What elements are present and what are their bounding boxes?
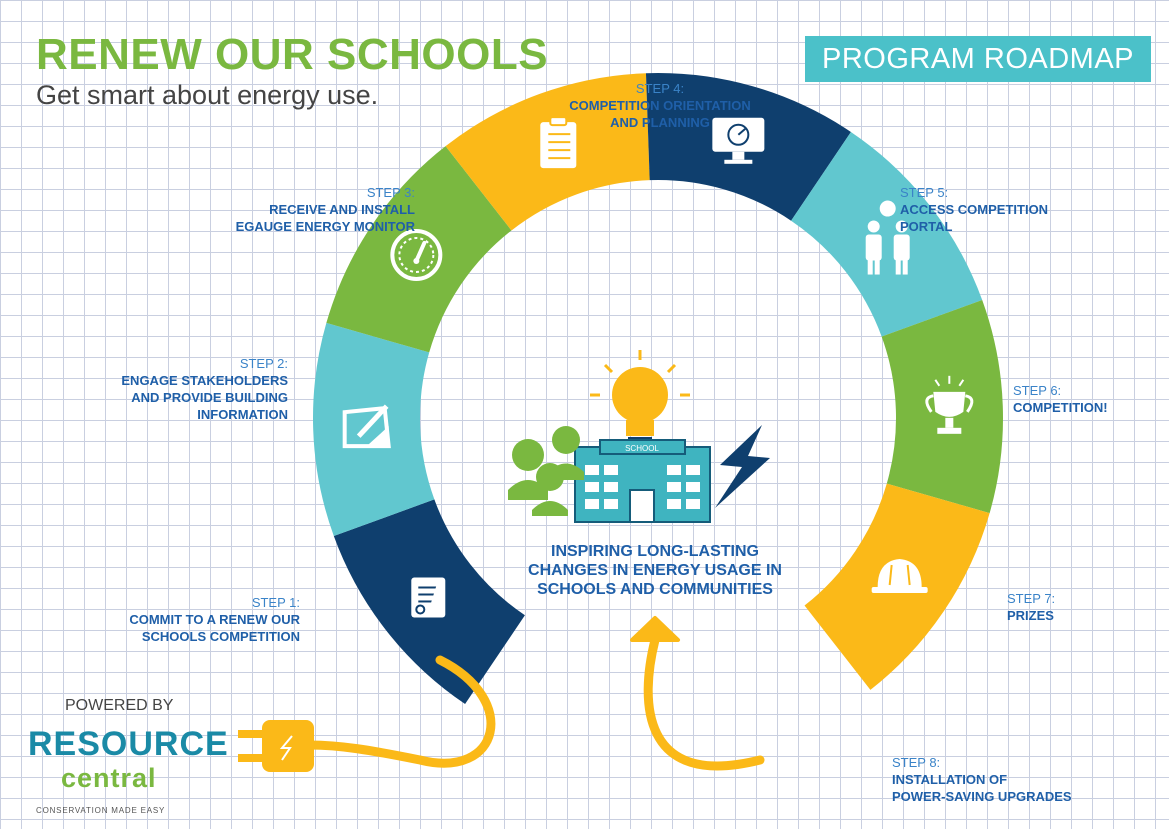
step-6-label: COMPETITION! xyxy=(1013,400,1108,415)
hardhat-icon xyxy=(871,559,928,594)
step-1-label: COMMIT TO A RENEW OUR SCHOOLS COMPETITIO… xyxy=(129,612,300,644)
step-5-number: STEP 5: xyxy=(900,185,949,200)
step-3: STEP 3: RECEIVE AND INSTALL EGAUGE ENERG… xyxy=(200,184,415,235)
step-6: STEP 6: COMPETITION! xyxy=(1013,382,1153,416)
ring-segment-step-3 xyxy=(326,146,512,353)
step-4: STEP 4: COMPETITION ORIENTATION AND PLAN… xyxy=(540,80,780,131)
ring-segment-step-2 xyxy=(313,322,435,536)
step-3-label: RECEIVE AND INSTALL EGAUGE ENERGY MONITO… xyxy=(235,202,415,234)
resource-central-logo-bottom: central xyxy=(61,763,157,793)
step-1-number: STEP 1: xyxy=(251,595,300,610)
school-illustration: SCHOOL xyxy=(508,350,770,523)
page-subtitle: Get smart about energy use. xyxy=(36,80,379,110)
step-7-number: STEP 7: xyxy=(1007,591,1056,606)
plug-icon xyxy=(238,720,314,772)
step-5-label: ACCESS COMPETITION PORTAL xyxy=(900,202,1049,234)
center-message: INSPIRING LONG-LASTING CHANGES IN ENERGY… xyxy=(528,543,782,598)
step-8-number: STEP 8: xyxy=(892,755,941,770)
powered-by-label: POWERED BY xyxy=(65,697,174,714)
monitor-icon xyxy=(712,117,765,164)
step-2-number: STEP 2: xyxy=(239,356,288,371)
step-8: STEP 8: INSTALLATION OF POWER-SAVING UPG… xyxy=(892,754,1112,805)
resource-central-logo-top: RESOURCE xyxy=(28,725,229,763)
step-5: STEP 5: ACCESS COMPETITION PORTAL xyxy=(900,184,1100,235)
people-idea-icon xyxy=(865,200,910,275)
step-2-label: ENGAGE STAKEHOLDERS AND PROVIDE BUILDING… xyxy=(121,373,288,422)
gauge-icon xyxy=(390,228,443,281)
step-4-number: STEP 4: xyxy=(635,81,685,96)
ring-segment-step-6 xyxy=(791,131,983,337)
step-7: STEP 7: PRIZES xyxy=(1007,590,1147,624)
clipboard-icon xyxy=(540,116,577,169)
school-sign: SCHOOL xyxy=(625,444,659,453)
roadmap-ring xyxy=(313,73,1003,705)
step-6-number: STEP 6: xyxy=(1013,383,1062,398)
blueprint-icon xyxy=(342,404,391,449)
plug-cord xyxy=(305,655,496,768)
trophy-icon xyxy=(925,375,974,434)
step-7-label: PRIZES xyxy=(1007,608,1054,623)
arrow-cord xyxy=(643,635,765,771)
step-3-number: STEP 3: xyxy=(366,185,415,200)
step-8-label: INSTALLATION OF POWER-SAVING UPGRADES xyxy=(892,772,1072,804)
arrow-head xyxy=(630,616,680,642)
page-title: RENEW OUR SCHOOLS xyxy=(36,30,549,79)
program-roadmap-badge: PROGRAM ROADMAP xyxy=(805,36,1151,82)
step-1: STEP 1: COMMIT TO A RENEW OUR SCHOOLS CO… xyxy=(70,594,300,645)
logo-tagline: CONSERVATION MADE EASY xyxy=(36,806,166,815)
contract-icon xyxy=(411,577,446,618)
step-4-label: COMPETITION ORIENTATION AND PLANNING xyxy=(569,98,751,130)
step-2: STEP 2: ENGAGE STAKEHOLDERS AND PROVIDE … xyxy=(60,355,288,423)
